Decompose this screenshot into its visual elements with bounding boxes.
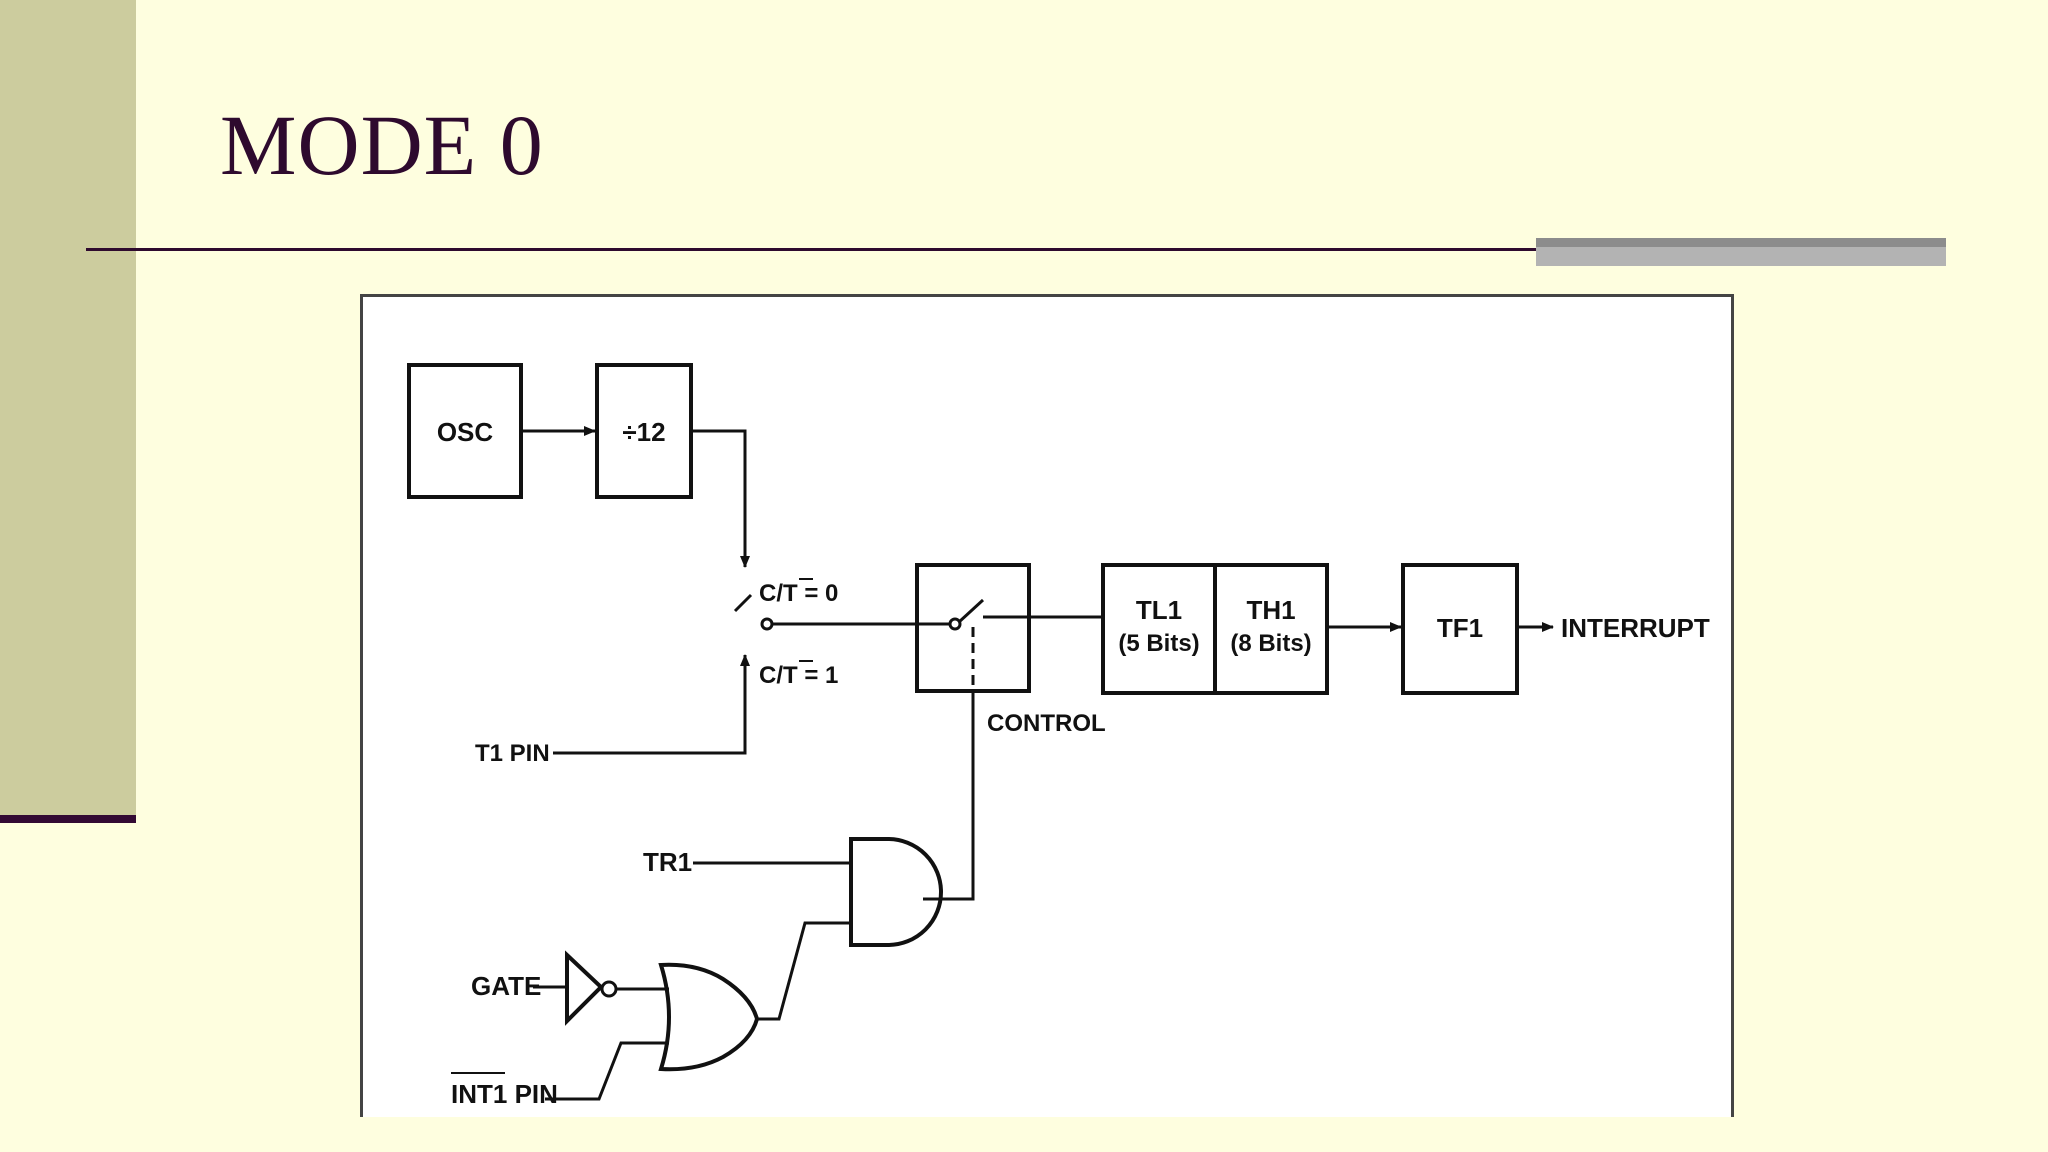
interrupt-label: INTERRUPT (1561, 613, 1710, 643)
tl1-bits-label: (5 Bits) (1118, 630, 1199, 657)
or-to-and-wire (757, 921, 851, 1021)
title-divider-line (86, 248, 1946, 251)
osc-label: OSC (437, 417, 494, 447)
int1pin-label: INT1 PIN (451, 1079, 558, 1109)
th1-label: TH1 (1246, 595, 1295, 625)
ct0-label: C/T = 0 (759, 580, 838, 607)
tf1-label: TF1 (1437, 613, 1483, 643)
divider-label: ÷12 (622, 417, 665, 447)
th1-register (1213, 563, 1329, 695)
t1pin-to-switch-wire (553, 654, 750, 755)
tl1-register (1101, 563, 1217, 695)
gate-label: GATE (471, 971, 541, 1001)
th1-bits-label: (8 Bits) (1230, 630, 1311, 657)
and-to-control-wire (923, 691, 975, 901)
left-accent-bar (0, 0, 136, 818)
timer-mode0-figure: OSC ÷12 C/T = 0 C/T = 1 T1 PIN CONTROL T… (360, 294, 1734, 1117)
tl1-label: TL1 (1136, 595, 1182, 625)
tr1-label: TR1 (643, 847, 692, 877)
left-accent-underline (0, 815, 136, 823)
mode-select-switch-arm (733, 593, 753, 613)
title-divider-accent-shade (1536, 238, 1946, 247)
slide-title: MODE 0 (220, 97, 544, 193)
timer-mode0-diagram: OSC ÷12 C/T = 0 C/T = 1 T1 PIN CONTROL T… (407, 363, 1710, 1109)
ct1-label: C/T = 1 (759, 662, 838, 689)
inverter-bubble (600, 980, 618, 998)
mode-select-switch-pivot (760, 617, 774, 631)
control-switch-blade (957, 598, 985, 624)
and-gate (849, 837, 943, 947)
t1pin-label: T1 PIN (475, 740, 550, 767)
or-gate (658, 962, 760, 1072)
divider-to-switch-wire (691, 429, 750, 568)
gate-inverter (565, 950, 604, 1026)
tf1-flag (1401, 563, 1519, 695)
int1pin-wire (545, 1041, 669, 1101)
control-switch-pivot (948, 617, 962, 631)
control-label: CONTROL (987, 710, 1106, 737)
